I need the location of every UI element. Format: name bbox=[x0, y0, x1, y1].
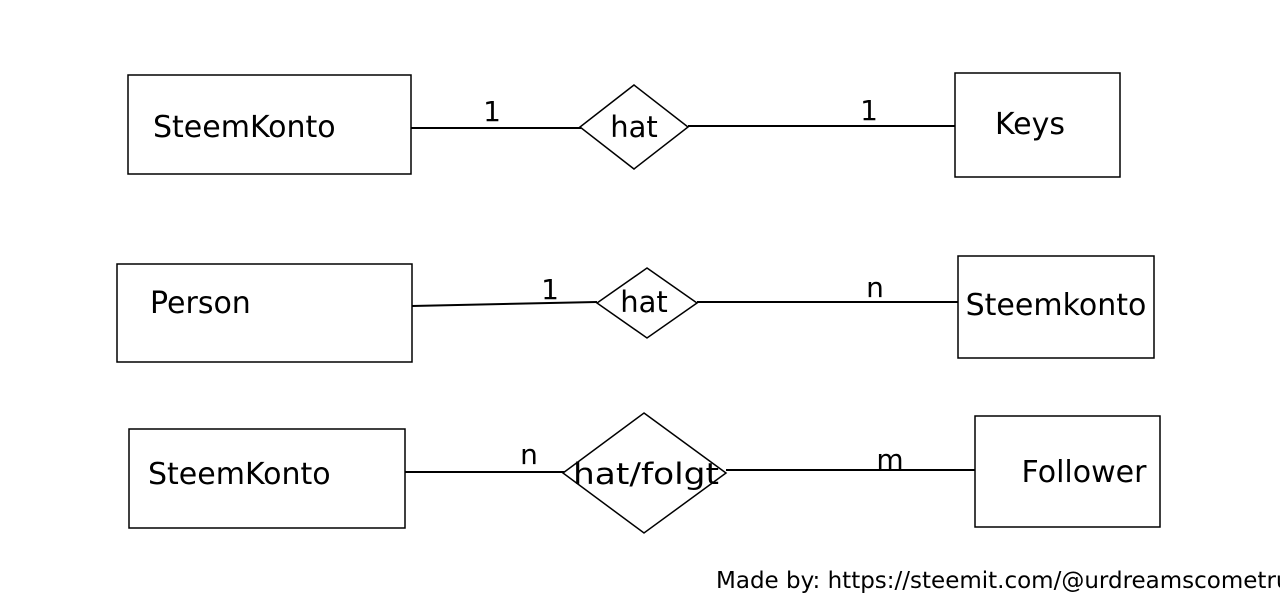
er-row-2: Person hat Steemkonto 1 n bbox=[116, 255, 1155, 363]
author-credit: Made by: https://steemit.com/@urdreamsco… bbox=[716, 568, 1280, 594]
relationship-diamond bbox=[578, 84, 690, 170]
er-row-3: SteemKonto hat/folgt Follower n m bbox=[128, 412, 1161, 534]
cardinality-left: n bbox=[520, 438, 538, 471]
connector-line-left bbox=[411, 301, 598, 307]
cardinality-left: 1 bbox=[483, 95, 501, 128]
relationship-label: hat bbox=[620, 285, 668, 319]
relationship-diamond bbox=[561, 412, 728, 534]
er-row-1: SteemKonto hat Keys 1 1 bbox=[127, 72, 1121, 178]
entity-label-right: Follower bbox=[1022, 455, 1148, 490]
cardinality-right: 1 bbox=[860, 94, 878, 127]
relationship-label: hat bbox=[610, 110, 658, 144]
entity-box-left bbox=[116, 263, 413, 363]
cardinality-left: 1 bbox=[541, 273, 559, 306]
entity-label-left: SteemKonto bbox=[148, 457, 331, 492]
entity-label-left: Person bbox=[150, 286, 251, 321]
entity-box-right bbox=[954, 72, 1121, 178]
entity-label-right: Keys bbox=[995, 107, 1065, 142]
cardinality-right: n bbox=[866, 271, 884, 304]
entity-label-right: Steemkonto bbox=[966, 288, 1147, 323]
entity-label-left: SteemKonto bbox=[153, 110, 336, 145]
cardinality-right: m bbox=[876, 443, 903, 476]
relationship-diamond bbox=[595, 267, 699, 339]
entity-box-left bbox=[128, 428, 406, 529]
relationship-label: hat/folgt bbox=[573, 457, 719, 491]
entity-box-right bbox=[974, 415, 1161, 528]
entity-box-right bbox=[957, 255, 1155, 359]
entity-box-left bbox=[127, 74, 412, 175]
